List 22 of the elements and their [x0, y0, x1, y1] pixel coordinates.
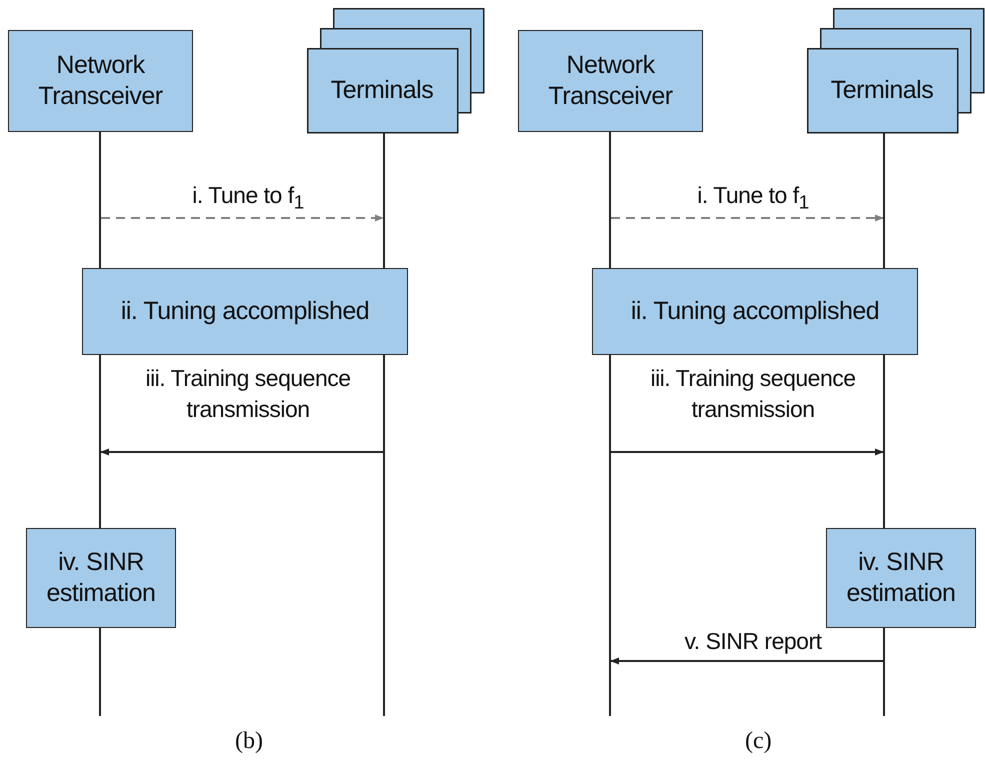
process-box: ii. Tuning accomplished	[82, 268, 408, 355]
box-label: Terminals	[830, 74, 934, 106]
edge-label: iii. Training sequence transmission	[145, 365, 351, 422]
dashed-arrow	[611, 214, 884, 222]
arrow	[100, 448, 383, 456]
panel-label: (c)	[745, 728, 772, 755]
dashed-arrow	[101, 214, 384, 222]
arrow	[610, 657, 883, 665]
process-box: Network Transceiver	[518, 30, 703, 132]
process-box: ii. Tuning accomplished	[592, 268, 918, 355]
edge-label: i. Tune to f$_{1}$	[192, 182, 304, 208]
process-box: iv. SINR estimation	[826, 528, 976, 628]
process-box: iv. SINR estimation	[26, 528, 176, 628]
process-box: Network Transceiver	[8, 30, 193, 132]
box-label: Terminals	[330, 74, 434, 106]
edge-label: i. Tune to f$_{1}$	[697, 182, 809, 208]
arrow	[611, 448, 884, 456]
panel-label: (b)	[235, 728, 263, 755]
edge-label: iii. Training sequence transmission	[650, 365, 856, 422]
stacked-boxes	[807, 8, 985, 134]
stacked-boxes	[307, 8, 485, 134]
edge-label: v. SINR report	[684, 628, 822, 654]
